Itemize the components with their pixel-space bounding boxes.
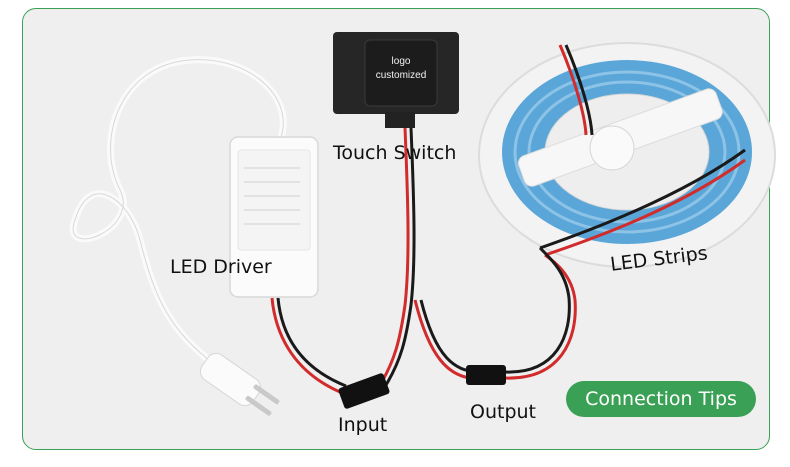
switch-wire-red	[378, 127, 410, 386]
reel-wire-red-right	[544, 158, 746, 257]
led-strip-reel	[478, 42, 776, 268]
reel-wire-red	[558, 44, 588, 136]
label-input: Input	[338, 414, 388, 436]
touch-switch-device	[333, 32, 459, 128]
connection-tips-badge: Connection Tips	[566, 381, 756, 417]
label-led-driver: LED Driver	[170, 256, 272, 278]
output-wire-red	[504, 253, 577, 380]
logo-line-1: logo	[391, 56, 411, 67]
logo-line-2: customized	[375, 70, 427, 81]
switch-wire-out-red	[413, 299, 471, 380]
switch-wire-out-black	[419, 299, 477, 374]
output-connector	[466, 365, 506, 385]
switch-wire-black	[384, 127, 416, 386]
driver-wire-black	[276, 297, 347, 388]
reel-wire-black	[564, 44, 594, 136]
logo-placeholder: logo customized	[365, 55, 437, 83]
reel-wire-black-right	[539, 148, 746, 250]
label-touch-switch: Touch Switch	[333, 142, 457, 164]
output-wire-black	[504, 246, 571, 374]
eu-plug	[199, 352, 280, 416]
input-connector	[338, 373, 390, 409]
driver-wire-red	[270, 297, 341, 394]
led-driver-box	[229, 136, 319, 298]
label-output: Output	[470, 401, 536, 423]
